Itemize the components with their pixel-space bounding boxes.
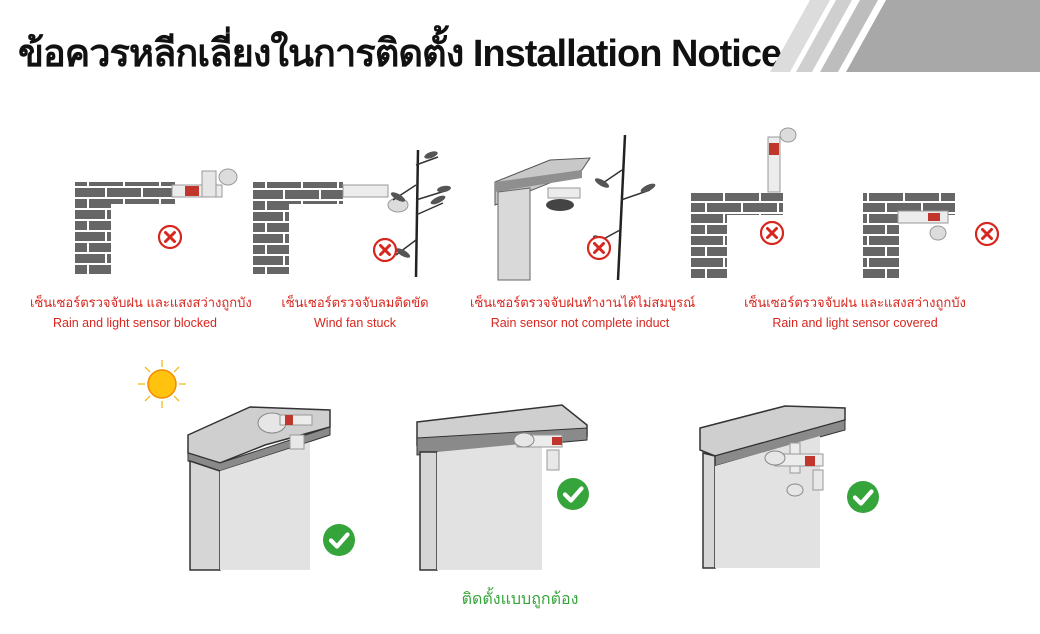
wrong-scene-3 (494, 134, 656, 281)
caption-en: Rain and light sensor blocked (53, 316, 217, 330)
caption-wrong-2: เซ็นเซอร์ตรวจจับลมติดขัด Wind fan stuck (270, 292, 440, 330)
caption-wrong-3: เซ็นเซอร์ตรวจจับฝนทำงานได้ไม่สมบูรณ์ Rai… (470, 292, 696, 330)
correct-scene-2 (416, 404, 597, 571)
caption-th: เซ็นเซอร์ตรวจจับฝนทำงานได้ไม่สมบูรณ์ (470, 295, 696, 310)
caption-en: Wind fan stuck (314, 316, 396, 330)
check-mark-icon (323, 524, 355, 556)
wrong-scene-4 (691, 127, 999, 279)
wrong-scene-1 (75, 168, 238, 274)
caption-en: Rain and light sensor covered (772, 316, 938, 330)
caption-th: เซ็นเซอร์ตรวจจับฝน และแสงสว่างถูกบัง (30, 295, 252, 310)
caption-wrong-4: เซ็นเซอร์ตรวจจับฝน และแสงสว่างถูกบัง Rai… (740, 292, 970, 330)
x-mark-icon (975, 222, 999, 246)
check-mark-icon (557, 478, 589, 510)
caption-en: Rain sensor not complete induct (490, 316, 670, 330)
correct-scene-1 (187, 406, 365, 571)
x-mark-icon (158, 225, 182, 249)
sun-icon (138, 360, 186, 408)
check-mark-icon (847, 481, 879, 513)
caption-wrong-1: เซ็นเซอร์ตรวจจับฝน และแสงสว่างถูกบัง Rai… (30, 292, 252, 330)
caption-th: เซ็นเซอร์ตรวจจับฝน และแสงสว่างถูกบัง (744, 295, 966, 310)
x-mark-icon (760, 221, 784, 245)
page-title: ข้อควรหลีกเลี่ยงในการติดตั้ง Installatio… (18, 33, 782, 75)
correct-install-label: ติดตั้งแบบถูกต้อง (461, 591, 579, 608)
caption-th: เซ็นเซอร์ตรวจจับลมติดขัด (281, 295, 429, 310)
correct-scene-3 (699, 405, 885, 569)
x-mark-icon (373, 238, 397, 262)
header-stripes (770, 0, 1040, 72)
wrong-scene-2 (253, 149, 451, 278)
x-mark-icon (587, 236, 611, 260)
